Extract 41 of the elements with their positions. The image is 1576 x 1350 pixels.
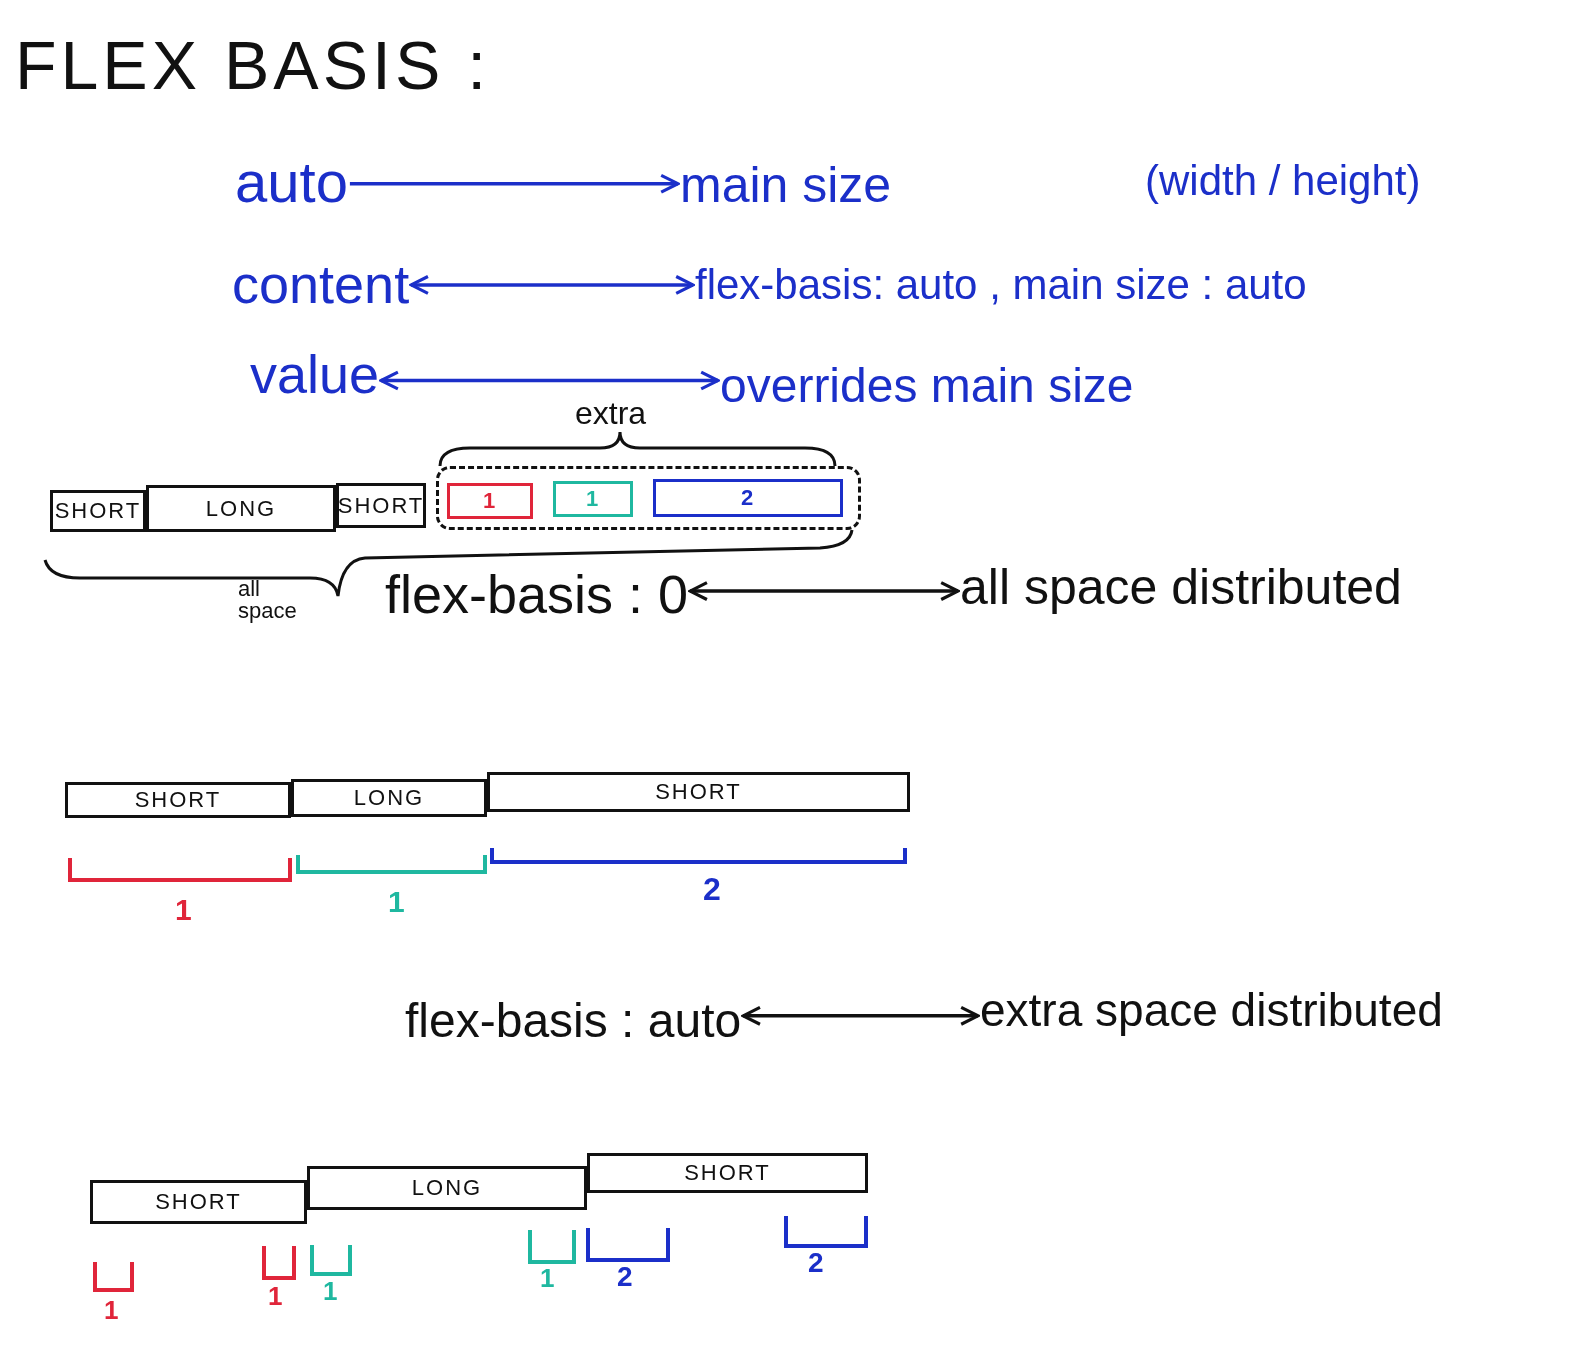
number-label: 1 [323,1277,338,1306]
number-label: 1 [175,893,192,926]
arrow [349,173,680,194]
handwritten-text: flex-basis : 0 [385,565,689,625]
double-arrow [741,1005,980,1026]
flex-item-box: LONG [146,485,336,532]
flex-item-box: LONG [291,779,487,817]
handwritten-text: all space distributed [960,560,1402,615]
handwritten-text: flex-basis: auto , main size : auto [695,262,1307,309]
number-label: 1 [104,1296,119,1325]
double-arrow [688,581,960,602]
extra-space-box: 1 [447,483,533,519]
note-text: extra [575,396,647,432]
double-arrow [379,370,720,391]
handwritten-text: overrides main size [720,360,1134,413]
number-label: 1 [540,1264,555,1293]
flex-item-box: LONG [307,1166,587,1210]
number-label: 2 [703,872,721,908]
flex-item-box: SHORT [587,1153,868,1193]
number-label: 1 [388,885,405,918]
number-label: 2 [808,1248,824,1279]
note-text: (width / height) [1145,158,1421,205]
handwritten-text: flex-basis : auto [405,995,742,1048]
extra-space-box: 2 [653,479,843,517]
handwritten-text: main size [680,158,892,213]
number-label: 2 [617,1262,633,1293]
title: FLEX BASIS : [15,28,491,103]
number-label: 1 [268,1282,283,1311]
double-arrow [409,274,695,295]
handwritten-text: value [250,345,380,405]
flex-item-box: SHORT [50,490,146,532]
flex-item-box: SHORT [65,782,291,818]
dashed-outline [436,466,861,530]
note-text: all space [238,578,298,622]
handwritten-text: auto [235,150,348,214]
flex-item-box: SHORT [487,772,910,812]
flex-item-box: SHORT [336,483,426,528]
flex-item-box: SHORT [90,1180,307,1224]
handwritten-text: extra space distributed [980,985,1443,1036]
handwritten-text: content [232,255,410,315]
extra-space-box: 1 [553,481,633,517]
